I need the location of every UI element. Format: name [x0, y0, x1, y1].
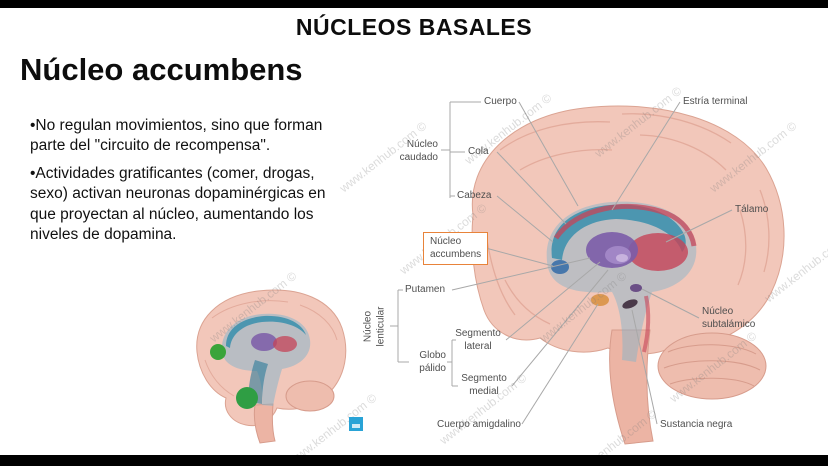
line-amigdalino	[521, 303, 599, 425]
line-putamen	[451, 257, 591, 291]
bracket-palido	[447, 339, 458, 387]
label-cuerpo: Cuerpo	[484, 96, 517, 107]
line-estria	[611, 101, 681, 211]
cerebrum-shape	[471, 105, 785, 355]
line-segmento-medial	[511, 269, 609, 387]
label-segmento-lateral: Segmento lateral	[455, 328, 501, 352]
line-cabeza	[496, 195, 554, 243]
label-putamen: Putamen	[405, 284, 446, 295]
label-nucleo-accumbens-highlighted: Núcleo accumbens	[423, 232, 489, 265]
bracket-caudado	[441, 101, 481, 198]
small-thalamus	[273, 336, 297, 352]
page-title: NÚCLEOS BASALES	[295, 14, 533, 40]
small-caudate	[226, 315, 306, 348]
small-putamen	[251, 333, 277, 351]
label-nucleo-caudado: Núcleo caudado	[399, 139, 438, 163]
globus-pallidus-lateral	[605, 246, 631, 264]
label-segmento-medial: Segmento medial	[461, 373, 507, 397]
section-title: Núcleo accumbens	[20, 52, 303, 87]
cerebellum-shape	[657, 332, 767, 400]
small-accumbens-highlight	[210, 344, 226, 360]
label-cuerpo-amigdalino: Cuerpo amigdalino	[437, 419, 521, 430]
line-talamo	[665, 209, 733, 243]
connector-lines	[390, 101, 733, 425]
globus-pallidus-medial	[616, 254, 628, 262]
kenhub-logo-mark	[352, 424, 360, 428]
small-accumbens-blob	[236, 387, 258, 409]
subthalamic-shape	[630, 284, 642, 292]
gyri-lines	[486, 113, 770, 325]
large-brain-illustration	[471, 105, 785, 445]
thalamus	[628, 233, 688, 271]
line-segmento-lateral	[505, 261, 601, 341]
bullet-2: •Actividades gratificantes (comer, droga…	[30, 165, 326, 243]
line-subtalamico	[641, 288, 700, 319]
small-brainstem-shape	[253, 403, 276, 444]
small-gyri-lines	[204, 300, 338, 397]
amygdala-shape	[591, 294, 609, 306]
label-cola: Cola	[468, 146, 489, 157]
small-cerebellum-shape	[285, 380, 335, 412]
substantia-nigra-shape	[622, 299, 638, 309]
caudate-nucleus	[551, 204, 686, 260]
line-negra	[631, 309, 658, 425]
bracket-lenticular	[390, 289, 409, 363]
label-globo-palido: Globo pálido	[419, 350, 446, 374]
accumbens-shape	[551, 260, 569, 274]
line-accumbens	[481, 246, 554, 267]
letterbox-top	[0, 0, 828, 8]
red-tract	[642, 295, 651, 353]
letterbox-bottom	[0, 455, 828, 466]
label-cabeza: Cabeza	[457, 190, 492, 201]
label-estria-terminal: Estría terminal	[683, 96, 748, 107]
kenhub-logo	[349, 417, 363, 431]
bullet-1: •No regulan movimientos, sino que forman…	[30, 117, 323, 155]
line-cola	[496, 151, 567, 225]
label-nucleo-subtalamico: Núcleo subtalámico	[702, 306, 756, 330]
label-nucleo-lenticular: Núcleo lenticular	[362, 306, 387, 347]
cerebellum-folds	[663, 344, 761, 387]
line-cuerpo	[518, 101, 579, 207]
label-sustancia-negra: Sustancia negra	[660, 419, 733, 430]
label-talamo: Tálamo	[735, 204, 769, 215]
small-brain-illustration	[196, 289, 347, 444]
bullet-text-block: •No regulan movimientos, sino que forman…	[30, 116, 332, 253]
